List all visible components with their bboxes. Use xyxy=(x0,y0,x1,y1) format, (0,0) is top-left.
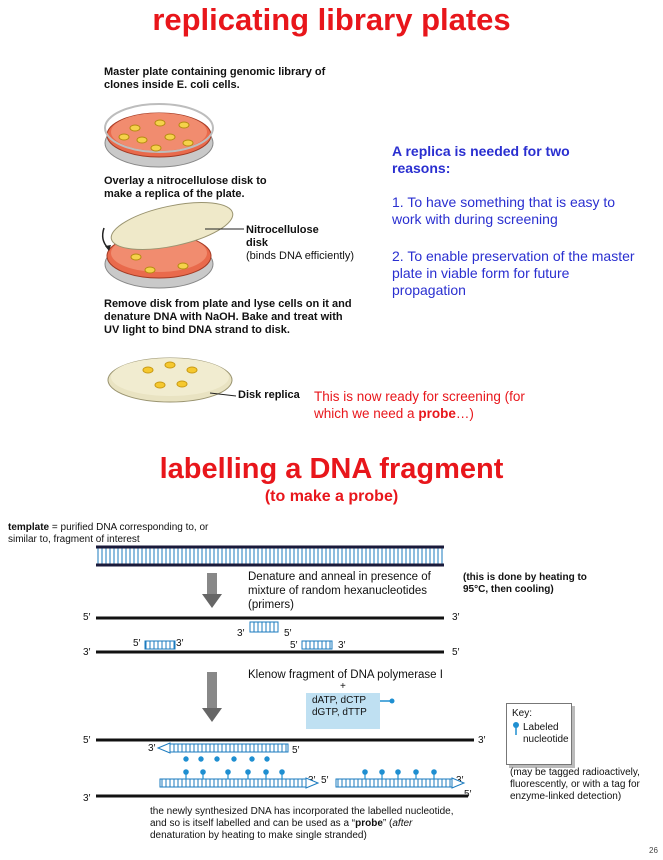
dntp-box xyxy=(306,693,380,729)
end-label: 5′ xyxy=(290,640,298,651)
top-title: replicating library plates xyxy=(152,2,511,37)
end-label: 3′ xyxy=(452,612,460,623)
key-title: Key: xyxy=(512,708,533,719)
colony-dots xyxy=(118,119,194,152)
end-label: 3′ xyxy=(83,647,91,658)
step1-text: Master plate containing genomic library … xyxy=(104,66,326,91)
dntp-line-1: dATP, dCTP xyxy=(312,695,367,706)
end-label: 5′ xyxy=(83,735,91,746)
plate-with-disk xyxy=(101,202,244,289)
new-strand xyxy=(156,742,289,754)
end-label: 3′ xyxy=(83,793,91,804)
disk-replica-label: Disk replica xyxy=(238,389,300,401)
plus-sign: + xyxy=(340,681,346,692)
replica-heading: A replica is needed for two reasons: xyxy=(392,143,570,176)
template-description: template = purified DNA corresponding to… xyxy=(8,522,209,545)
probe-note: the newly synthesized DNA has incorporat… xyxy=(150,806,454,841)
new-strand xyxy=(159,777,466,789)
template-dna xyxy=(96,545,444,567)
key-item-label: Labeled nucleotide xyxy=(523,722,569,745)
tag-note: (may be tagged radioactively, fluorescen… xyxy=(510,767,640,802)
reason-1: 1. To have something that is easy to wor… xyxy=(392,194,616,227)
end-label: 3′ xyxy=(237,628,245,639)
nitrocellulose-label: Nitrocellulose disk xyxy=(246,224,319,249)
step3-text: Remove disk from plate and lyse cells on… xyxy=(104,298,352,336)
end-label: 3′ xyxy=(478,735,486,746)
end-label: 5′ xyxy=(321,775,329,786)
heating-note: (this is done by heating to 95°C, then c… xyxy=(463,572,587,595)
bottom-subtitle: (to make a probe) xyxy=(264,488,399,505)
ready-for-screening-text: This is now ready for screening (for whi… xyxy=(314,389,525,421)
bottom-title: labelling a DNA fragment xyxy=(159,453,504,485)
end-label: 3′ xyxy=(176,638,184,649)
denature-text: Denature and anneal in presence of mixtu… xyxy=(248,571,431,611)
reason-2: 2. To enable preservation of the master … xyxy=(392,248,635,298)
label-markers xyxy=(183,769,437,779)
dntp-line-2: dGTP, dTTP xyxy=(312,707,367,718)
down-arrow xyxy=(202,672,222,722)
nitrocellulose-note: (binds DNA efficiently) xyxy=(246,250,355,262)
end-label: 5′ xyxy=(292,745,300,756)
end-label: 5′ xyxy=(284,628,292,639)
klenow-text: Klenow fragment of DNA polymerase I xyxy=(248,669,443,681)
end-label: 5′ xyxy=(83,612,91,623)
key-box xyxy=(506,703,572,765)
labeled-nucleotide-icon xyxy=(513,722,519,728)
end-label: 3′ xyxy=(338,640,346,651)
end-label: 3′ xyxy=(148,743,156,754)
end-label: 3′ xyxy=(456,775,464,786)
page-number: 26 xyxy=(649,846,658,855)
down-arrow xyxy=(202,573,222,608)
disk-replica xyxy=(107,357,237,403)
end-label: 5′ xyxy=(133,638,141,649)
label-markers xyxy=(183,756,270,762)
hexamer-primers xyxy=(144,621,333,650)
end-label: 5′ xyxy=(452,647,460,658)
step2-text: Overlay a nitrocellulose disk to make a … xyxy=(104,175,267,200)
